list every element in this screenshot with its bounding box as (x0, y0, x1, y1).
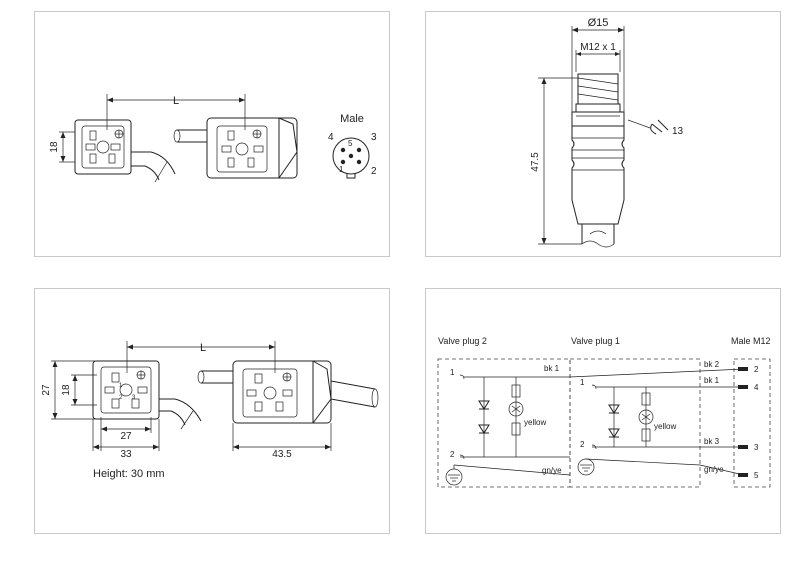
wiring-diagram-drawing: Valve plug 2 Valve plug 1 Male M12 (437, 336, 771, 488)
wire-bk1-vp2: bk 1 (544, 364, 560, 373)
pin-label-1: 1 (339, 165, 344, 174)
panel-valve-plug-top-view: L 18 (34, 11, 390, 257)
vp2-pin-1: 1 (450, 368, 455, 377)
male-m12-title: Male M12 (731, 336, 771, 346)
dim-thread-label: M12 x 1 (580, 42, 616, 53)
wrench-icon (627, 119, 669, 135)
pin-label-3: 3 (371, 132, 377, 143)
panel-valve-plug-dimensions: L 27 18 1 2 3 (34, 288, 390, 534)
dim-total-length-label: 47.5 (530, 152, 541, 172)
dim-length-label: L (173, 95, 179, 107)
m12-connector-drawing: Ø15 M12 x 1 13 (530, 17, 684, 248)
svg-text:1: 1 (119, 383, 123, 389)
pin-view-title: Male (340, 113, 364, 125)
dim-wrench-label: 13 (672, 126, 684, 137)
valve-plug-top-drawing: L 18 (49, 94, 377, 183)
male-m12-box (733, 358, 771, 488)
valve-plug-1-circuit (569, 368, 745, 476)
height-note: Height: 30 mm (93, 468, 165, 480)
pin-label-5: 5 (348, 139, 353, 148)
led-color-vp1: yellow (654, 422, 676, 431)
pin-label-2: 2 (371, 166, 377, 177)
dim-width-outer-label: 33 (120, 449, 132, 460)
vp1-pin-1: 1 (580, 378, 585, 387)
valve-plug-dimension-drawing: L 27 18 1 2 3 (41, 341, 379, 480)
valve-plug-2-title: Valve plug 2 (438, 336, 487, 346)
dim-plug-length-label: 43.5 (272, 449, 292, 460)
wire-bk2: bk 2 (704, 360, 720, 369)
m12-connector-body (571, 73, 625, 248)
panel-m12-connector-side-view: Ø15 M12 x 1 13 (425, 11, 781, 257)
vp2-pin-2: 2 (450, 450, 455, 459)
dim-height-label: 18 (49, 141, 60, 153)
male-m12-terminals (738, 367, 748, 477)
dim-diameter-label: Ø15 (588, 17, 609, 29)
svg-text:3: 3 (132, 395, 136, 401)
pin-label-4: 4 (328, 132, 334, 143)
male-pin-face (332, 137, 370, 179)
dim-height-inner-label: 18 (61, 384, 72, 396)
dim-length-label-2: L (200, 342, 206, 354)
valve-plug-1-box (569, 358, 701, 488)
panel-wiring-diagram: Valve plug 2 Valve plug 1 Male M12 (425, 288, 781, 534)
m12-pin-5: 5 (754, 471, 759, 480)
plug-face-left (74, 119, 176, 183)
m12-pin-4: 4 (754, 383, 759, 392)
valve-plug-2-circuit (445, 374, 571, 486)
plug-with-body-right-2 (197, 360, 379, 424)
dim-width-inner-label: 27 (120, 431, 132, 442)
wire-bk1-vp1: bk 1 (704, 376, 720, 385)
dim-height-outer-label: 27 (41, 384, 52, 396)
led-color-vp2: yellow (524, 418, 546, 427)
vp1-pin-2: 2 (580, 440, 585, 449)
m12-pin-2: 2 (754, 365, 759, 374)
wire-gnye-vp2: gn/ye (542, 466, 562, 475)
wire-bk3: bk 3 (704, 437, 720, 446)
valve-plug-1-title: Valve plug 1 (571, 336, 620, 346)
wire-gnye-vp1: gn/ye (704, 465, 724, 474)
svg-text:2: 2 (119, 395, 123, 401)
plug-face-left-2: 1 2 3 (92, 360, 202, 430)
plug-with-body-right (173, 117, 298, 179)
m12-pin-3: 3 (754, 443, 759, 452)
